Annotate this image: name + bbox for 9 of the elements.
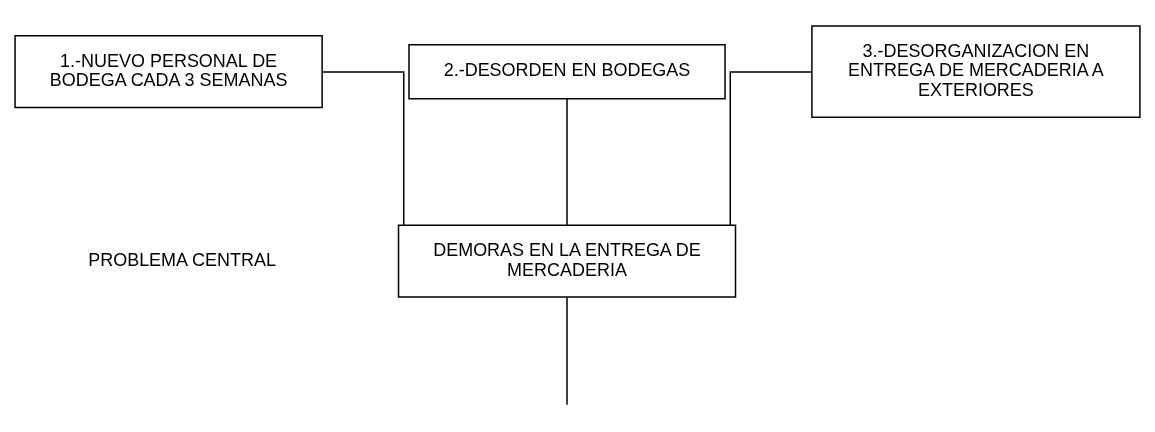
node-box: 1.-NUEVO PERSONAL DE BODEGA CADA 3 SEMANAS: [14, 35, 323, 109]
connector: [566, 98, 568, 226]
node-box: 2.-DESORDEN EN BODEGAS: [408, 43, 726, 100]
label: PROBLEMA CENTRAL: [88, 249, 276, 270]
node-box: DEMORAS EN LA ENTREGA DE MERCADERIA: [397, 224, 737, 298]
node-box: 3.-DESORGANIZACION EN ENTREGA DE MERCADERIA A EXTERIORES: [811, 25, 1141, 119]
connector: [566, 296, 568, 406]
connector: [729, 71, 813, 226]
connector: [321, 71, 405, 226]
